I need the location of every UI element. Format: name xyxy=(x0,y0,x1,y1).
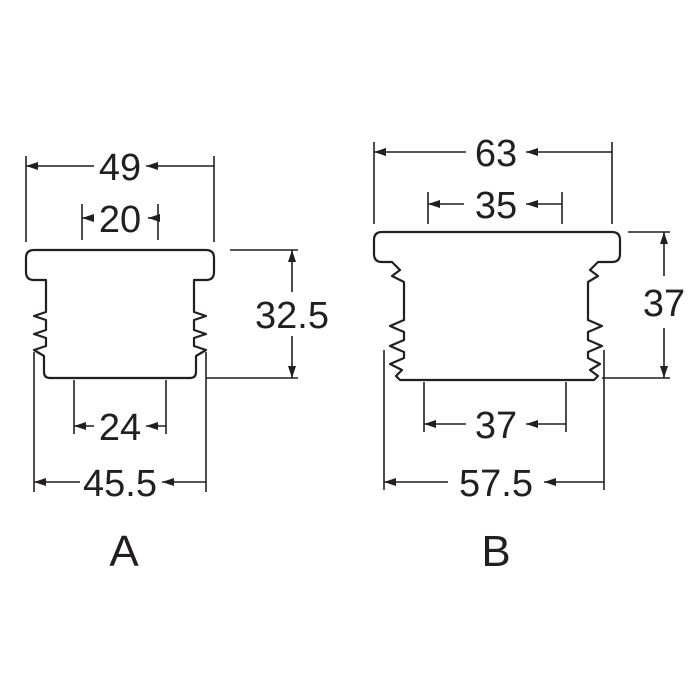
part-a-dim-height: 32.5 xyxy=(255,295,329,337)
part-b-dim-bottom-inner: 37 xyxy=(475,405,517,447)
part-b-label: B xyxy=(481,527,510,576)
part-a-dim-bottom-outer: 45.5 xyxy=(83,463,157,505)
part-a-body-outline xyxy=(24,248,216,380)
part-a-dim-bottom-inner: 24 xyxy=(99,407,141,449)
part-b-dim-top-outer: 63 xyxy=(475,133,517,175)
part-b-dim-height: 37 xyxy=(643,283,685,325)
part-a-dim-top-inner: 20 xyxy=(99,199,141,241)
part-a: 49 20 32.5 24 45.5 A xyxy=(24,147,329,576)
part-a-dim-top-outer: 49 xyxy=(99,147,141,189)
part-b-dim-bottom-outer: 57.5 xyxy=(459,463,533,505)
part-a-label: A xyxy=(109,527,139,576)
part-b: 63 35 37 37 57.5 B xyxy=(372,133,685,576)
part-b-body-outline xyxy=(372,230,622,382)
part-b-dim-top-inner: 35 xyxy=(475,185,517,227)
